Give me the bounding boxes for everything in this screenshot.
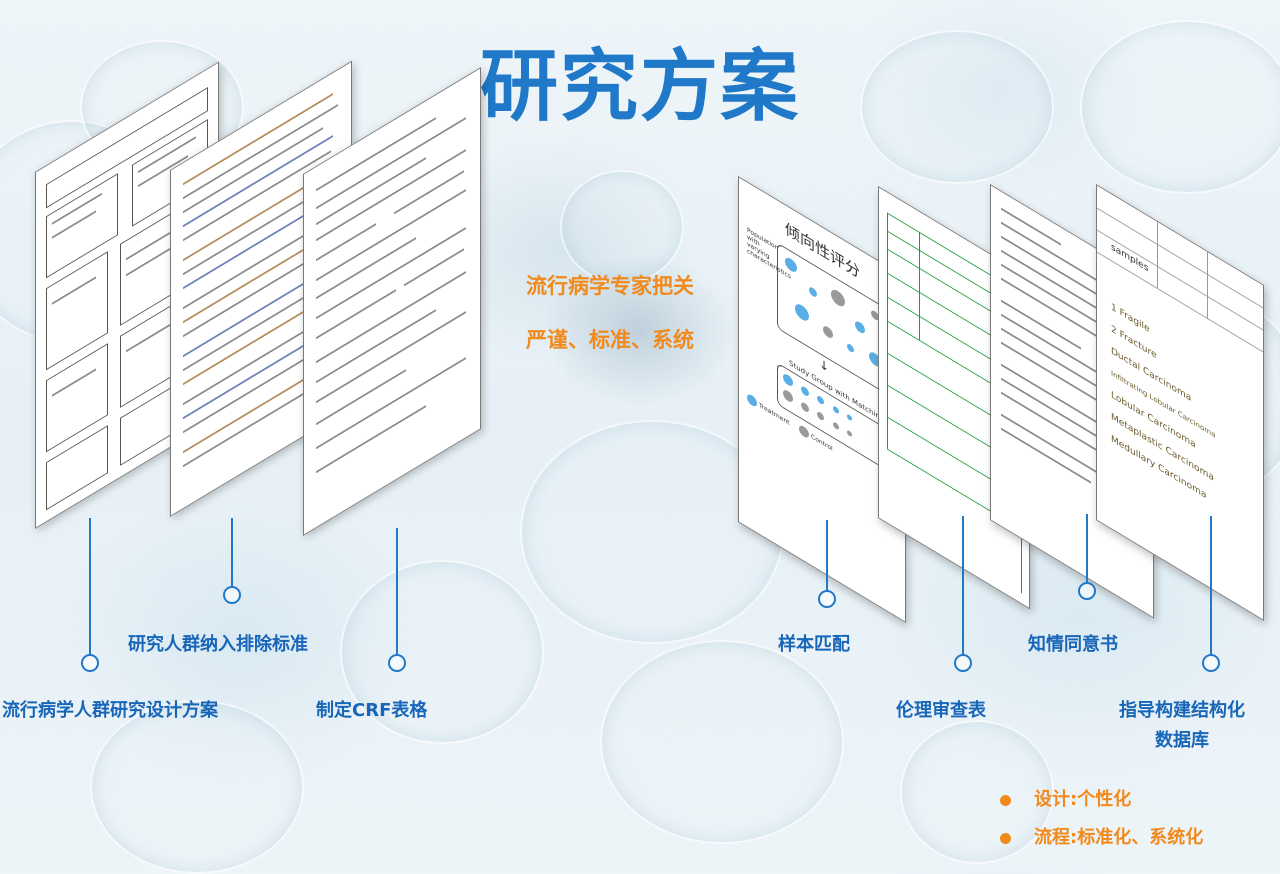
- connector-ring: [1202, 654, 1220, 672]
- bullet-item: 设计:个性化: [1000, 788, 1203, 826]
- label-database: 指导构建结构化 数据库: [1104, 696, 1260, 752]
- connector-ring: [1078, 582, 1096, 600]
- label-crf: 制定CRF表格: [316, 700, 428, 721]
- connector-ring: [388, 654, 406, 672]
- label-database-line1: 指导构建结构化: [1119, 700, 1245, 721]
- connector-line: [962, 516, 964, 656]
- bullet-dot-icon: [1000, 795, 1011, 806]
- connector-line: [1086, 514, 1088, 584]
- connector-line: [231, 518, 233, 588]
- label-informed-consent: 知情同意书: [1028, 634, 1118, 655]
- bullet-item: 流程:标准化、系统化: [1000, 826, 1203, 864]
- page-title: 研究方案: [479, 42, 800, 132]
- connector-line: [1210, 516, 1212, 656]
- connector-line: [826, 520, 828, 592]
- connector-ring: [81, 654, 99, 672]
- connector-ring: [818, 590, 836, 608]
- principles-text: 严谨、标准、系统: [526, 328, 694, 352]
- summary-bullets: 设计:个性化 流程:标准化、系统化: [1000, 788, 1203, 864]
- label-epi-design: 流行病学人群研究设计方案: [2, 700, 218, 721]
- label-database-line2: 数据库: [1155, 730, 1209, 751]
- population-label: Population with varying characteristics: [747, 226, 791, 281]
- expert-review-text: 流行病学专家把关: [526, 274, 694, 298]
- connector-line: [396, 528, 398, 656]
- label-inclusion-criteria: 研究人群纳入排除标准: [128, 634, 308, 655]
- connector-ring: [223, 586, 241, 604]
- bullet-dot-icon: [1000, 833, 1011, 844]
- connector-line: [89, 518, 91, 656]
- connector-ring: [954, 654, 972, 672]
- label-sample-matching: 样本匹配: [778, 634, 850, 655]
- label-ethics-review: 伦理审查表: [896, 700, 986, 721]
